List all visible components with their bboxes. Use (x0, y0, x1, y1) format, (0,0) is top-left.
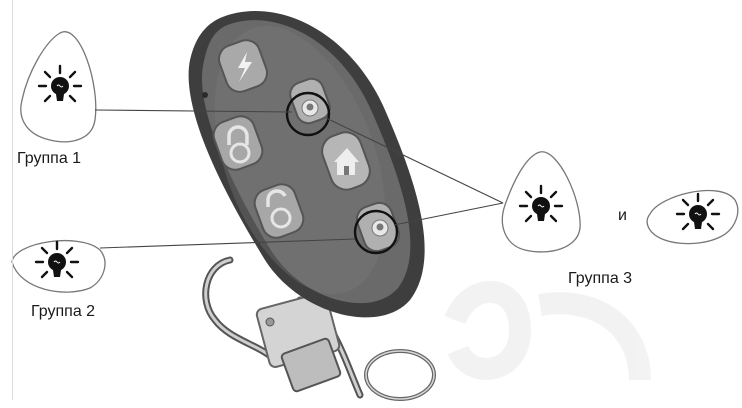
keyfob-remote (182, 3, 425, 318)
group3-bulb-bubble-a (502, 152, 580, 252)
watermark-mark (455, 292, 640, 380)
conjunction-label: и (618, 207, 627, 225)
group2-label: Группа 2 (31, 303, 95, 321)
group3-label: Группа 3 (568, 270, 632, 288)
group1-bulb-bubble (21, 32, 96, 142)
group3-bulb-bubble-b (647, 191, 738, 244)
group2-bulb-bubble (12, 241, 105, 293)
page-edge-marks (0, 0, 13, 400)
group1-label: Группа 1 (17, 150, 81, 168)
